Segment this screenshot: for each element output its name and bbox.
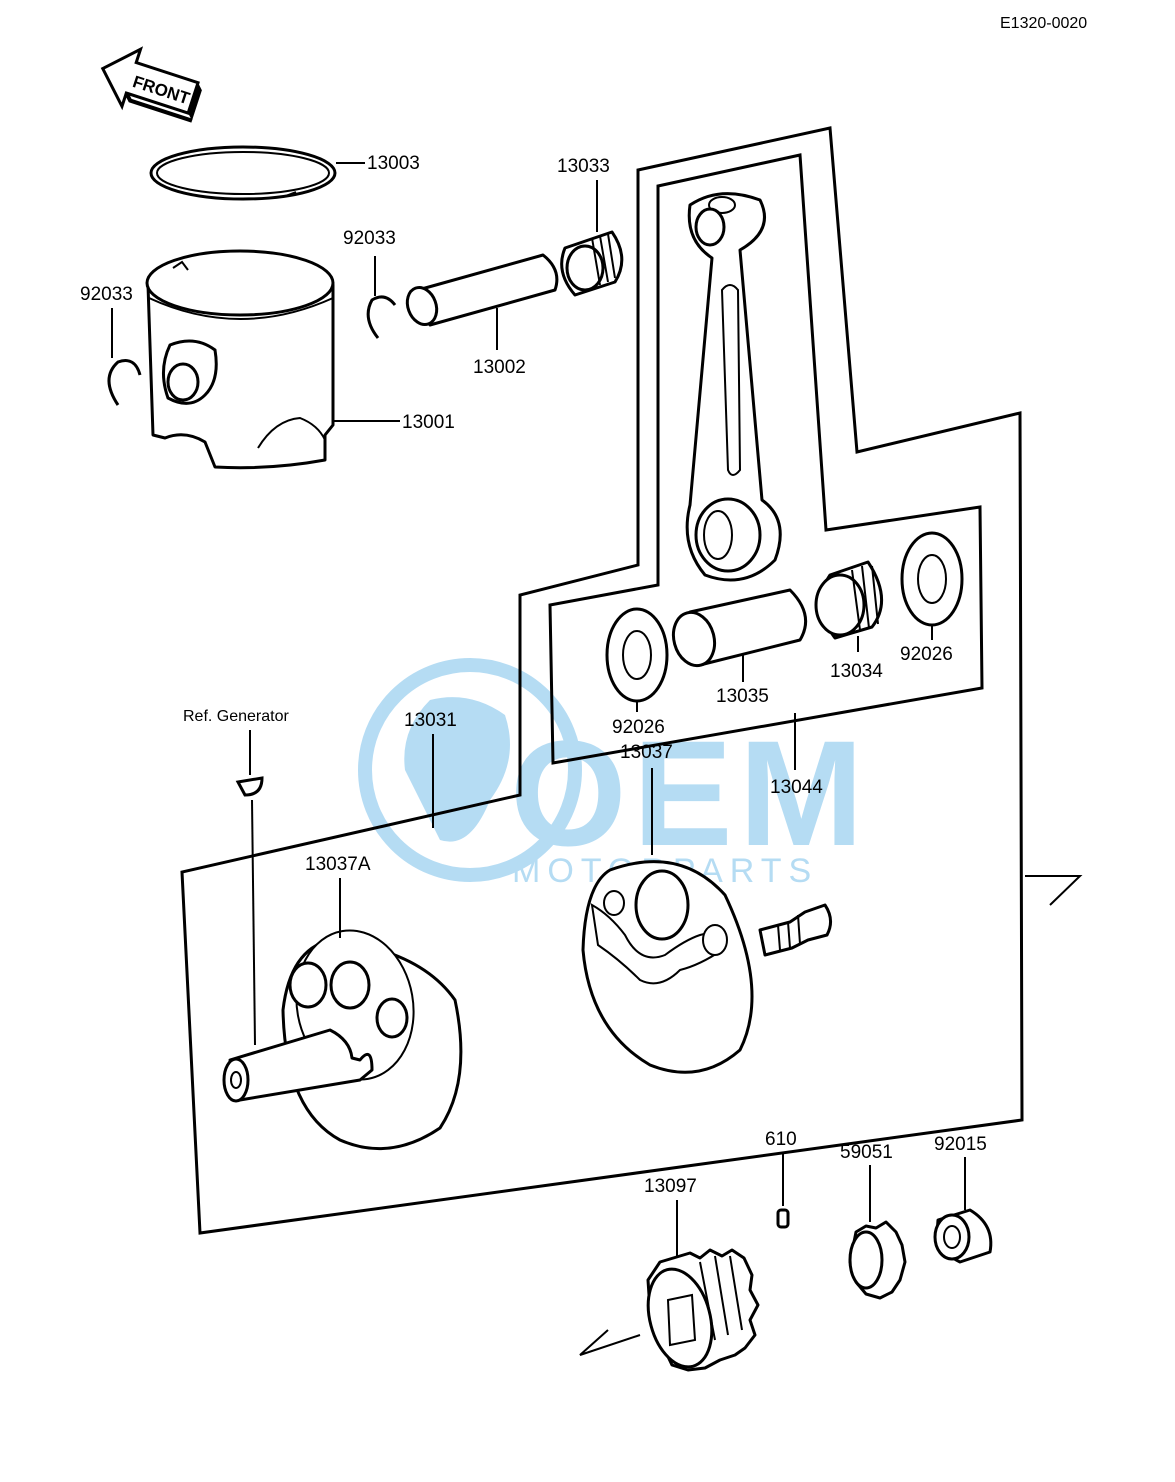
label-sprocket: 59051 [840,1142,893,1163]
label-flywheel-left: 13037A [305,854,371,875]
label-crankshaft-assy: 13031 [404,710,457,731]
label-needle-bearing-small: 13033 [557,156,610,177]
label-snap-ring-right: 92033 [343,228,396,249]
connecting-rod [685,192,782,582]
watermark-globe-icon [358,658,582,882]
label-piston-pin: 13002 [473,357,526,378]
diagram-code: E1320-0020 [1000,15,1087,32]
label-nut: 92015 [934,1134,987,1155]
nut [933,1208,993,1264]
connecting-rod-assy-frame [548,153,984,765]
crank-pin [671,588,808,668]
snap-ring-left [107,359,142,406]
piston-pin [405,253,559,327]
break-marker-right [1025,875,1083,906]
flywheel-right [581,860,832,1074]
piston-ring [149,145,337,201]
front-arrow-icon: FRONT [100,46,202,123]
label-flywheel-right: 13037 [620,742,673,763]
needle-bearing-large [814,560,884,640]
watermark-main: OEM [510,709,870,877]
watermark: OEM MOTORPARTS [358,658,870,890]
label-connecting-rod-assy: 13044 [770,777,823,798]
woodruff-key [235,776,264,797]
ref-generator-label: Ref. Generator [183,708,290,725]
label-piston-ring: 13003 [367,153,420,174]
label-crank-pin: 13035 [716,686,769,707]
crankshaft-assy-frame [180,126,1024,1235]
flywheel-left [222,929,463,1151]
pin [776,1208,790,1229]
label-washer-left: 92026 [612,717,665,738]
gear [646,1248,760,1372]
label-piston: 13001 [402,412,455,433]
label-pin: 610 [765,1129,797,1150]
piston [145,249,335,470]
label-gear: 13097 [644,1176,697,1197]
watermark-continent-icon [404,697,510,842]
sprocket [848,1220,907,1300]
snap-ring-right [366,295,397,339]
label-needle-bearing-large: 13034 [830,661,883,682]
washer-left [605,607,669,703]
label-washer-right: 92026 [900,644,953,665]
needle-bearing-small [560,230,624,297]
label-snap-ring-left: 92033 [80,284,133,305]
break-marker-left [579,1329,641,1356]
washer-right [900,531,964,627]
